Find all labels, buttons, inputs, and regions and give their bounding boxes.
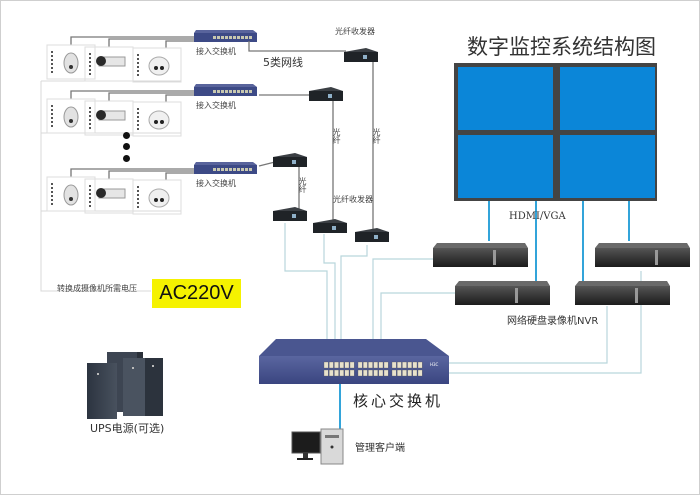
network-lines	[284, 223, 642, 374]
video-wall-screen	[560, 135, 655, 198]
camera-frame	[46, 98, 96, 134]
dome-camera-icon	[148, 188, 170, 208]
video-wall	[454, 63, 657, 201]
nvr-icon	[455, 281, 550, 305]
video-wall-screen	[560, 67, 655, 130]
svg-text:H3C: H3C	[430, 362, 439, 367]
core-switch-label: 核心交换机	[353, 392, 444, 410]
access-switch	[194, 162, 257, 174]
hdmi-vga-label: HDMI/VGA	[509, 211, 566, 222]
access-switch	[194, 30, 257, 42]
camera-group	[46, 162, 257, 215]
fiber-transceiver-icon	[273, 153, 307, 167]
dome-camera-icon	[148, 110, 170, 130]
video-wall-screen	[458, 67, 553, 130]
ac220v-badge: AC220V	[152, 279, 241, 308]
dome-ptz-camera-icon	[63, 52, 79, 74]
ellipsis-dot	[123, 155, 130, 162]
ups-units	[87, 352, 163, 419]
management-client-label: 管理客户端	[355, 443, 405, 454]
camera-frame	[132, 101, 182, 137]
bullet-camera-icon	[96, 110, 126, 121]
camera-group	[46, 84, 257, 137]
bullet-camera-icon	[96, 188, 126, 199]
access-switch	[194, 84, 257, 96]
dome-ptz-camera-icon	[63, 106, 79, 128]
access-switch-label-1: 接入交换机	[196, 47, 236, 56]
fiber-transceiver-icon	[344, 48, 378, 62]
ellipsis-dot	[123, 132, 130, 139]
ups-label: UPS电源(可选)	[90, 422, 165, 435]
cat5-cable-label: 5类网线	[263, 56, 303, 69]
camera-frame	[132, 47, 182, 83]
fiber-transceiver-icon	[313, 219, 347, 233]
fiber-transceiver-label-top: 光纤收发器	[335, 27, 375, 36]
voltage-note-label: 转换成摄像机所需电压	[57, 284, 137, 293]
nvr-icon	[433, 243, 528, 267]
ellipsis-dot	[123, 143, 130, 150]
fiber-label-3: 光纤	[298, 177, 307, 193]
dome-camera-icon	[148, 56, 170, 76]
diagram-title: 数字监控系统结构图	[467, 35, 656, 59]
fiber-transceiver-icon	[309, 87, 343, 101]
nvr-icon	[575, 281, 670, 305]
nvr-label: 网络硬盘录像机NVR	[507, 316, 599, 327]
fiber-transceiver-icon	[273, 207, 307, 221]
nvr-icon	[595, 243, 690, 267]
dome-ptz-camera-icon	[63, 184, 79, 206]
access-switch-label-3: 接入交换机	[196, 179, 236, 188]
camera-frame	[46, 176, 96, 212]
fiber-label-2: 光纤	[372, 128, 381, 144]
bullet-camera-icon	[96, 56, 126, 67]
camera-frame	[46, 44, 96, 80]
access-switch-label-2: 接入交换机	[196, 101, 236, 110]
video-wall-screen	[458, 135, 553, 198]
hdmi-lines	[339, 199, 630, 431]
core-switch: H3C	[259, 339, 449, 384]
fiber-transceiver-icon	[355, 228, 389, 242]
fiber-transceiver-label-mid: 光纤收发器	[333, 195, 373, 204]
fiber-lines	[298, 58, 374, 237]
fiber-label-1: 光纤	[332, 128, 341, 144]
camera-frame	[132, 179, 182, 215]
management-pc	[291, 428, 344, 465]
camera-group	[46, 30, 257, 83]
